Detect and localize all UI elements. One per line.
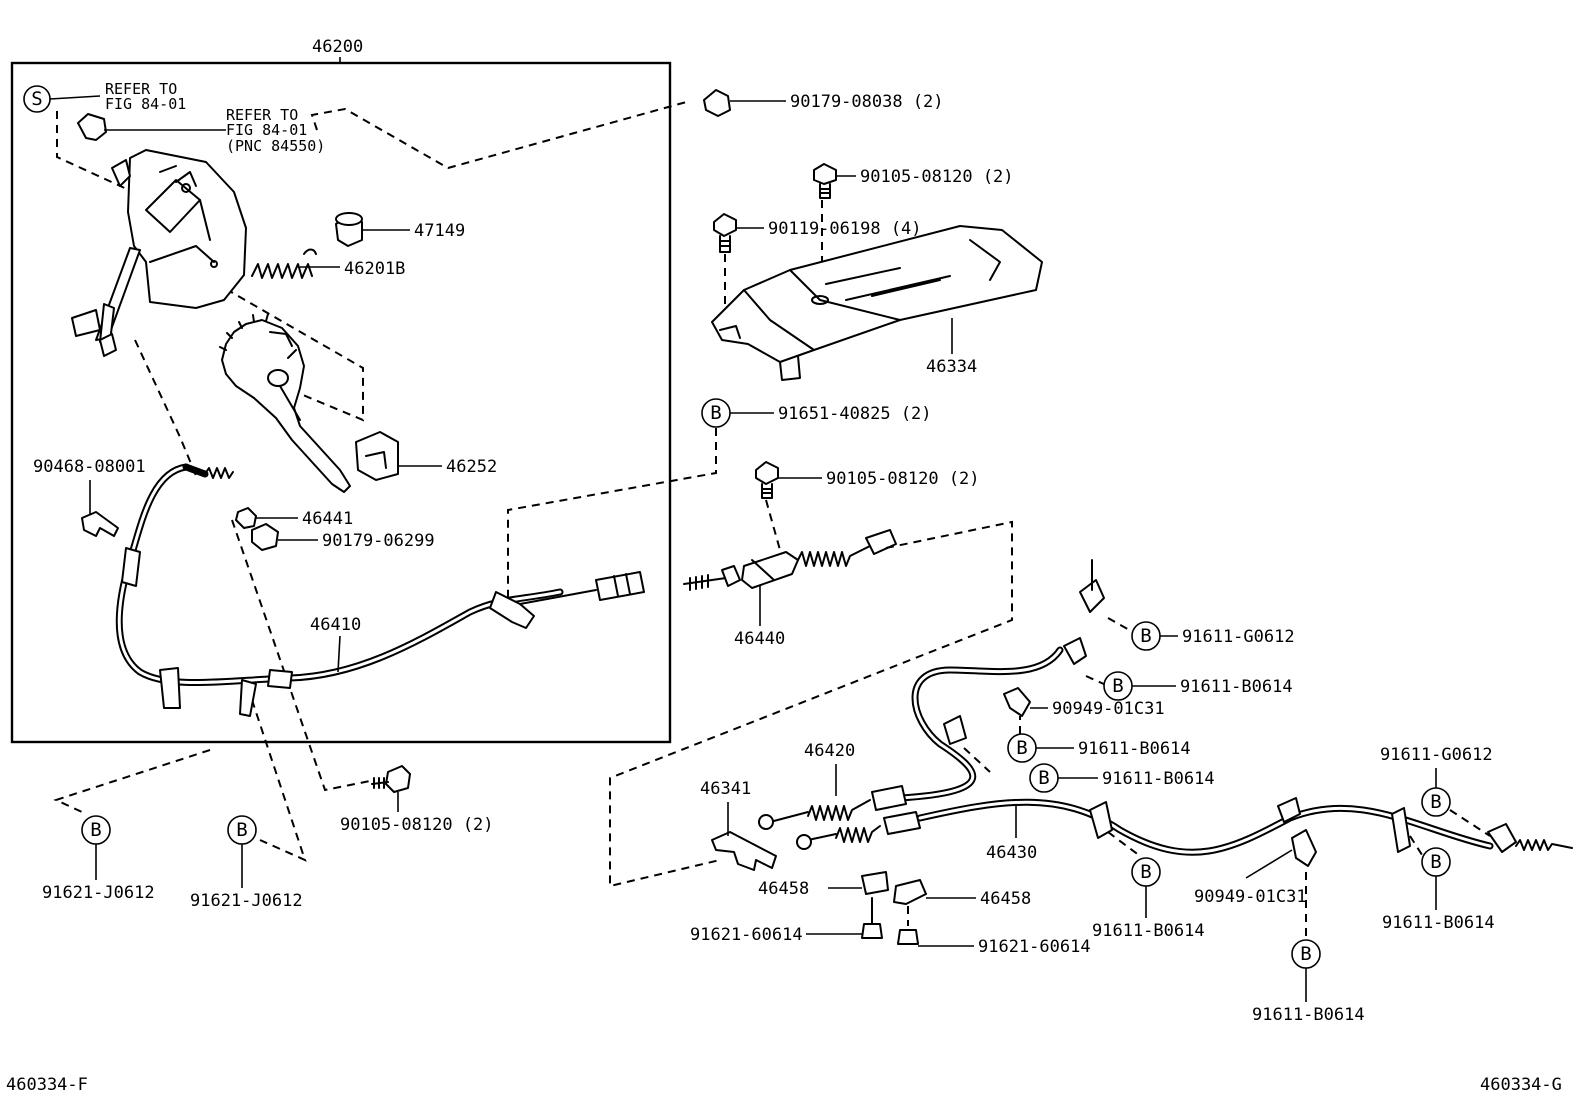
marker-b-91611-b0614-d: B bbox=[1131, 857, 1161, 887]
svg-text:B: B bbox=[1430, 851, 1441, 873]
marker-b-91611-b0614-b: B bbox=[1007, 733, 1037, 763]
marker-b-91611-b0614-a: B bbox=[1103, 671, 1133, 701]
marker-b-91611-b0614-c: B bbox=[1029, 763, 1059, 793]
label-91611-b0614-e: 91611-B0614 bbox=[1252, 1005, 1365, 1025]
switch-icon bbox=[77, 113, 107, 141]
label-46410: 46410 bbox=[310, 615, 361, 635]
label-91611-b0614-c: 91611-B0614 bbox=[1102, 769, 1215, 789]
label-91611-g0612-b: 91611-G0612 bbox=[1380, 745, 1493, 765]
svg-text:B: B bbox=[1140, 861, 1151, 883]
marker-b-91611-b0614-e: B bbox=[1291, 939, 1321, 969]
label-46458-a: 46458 bbox=[758, 879, 809, 899]
label-91611-g0612-a: 91611-G0612 bbox=[1182, 627, 1295, 647]
svg-text:B: B bbox=[1300, 943, 1311, 965]
label-91611-b0614-a: 91611-B0614 bbox=[1180, 677, 1293, 697]
label-46440: 46440 bbox=[734, 629, 785, 649]
label-46441: 46441 bbox=[302, 509, 353, 529]
bolt-lower-icon bbox=[371, 765, 411, 793]
svg-text:B: B bbox=[1038, 767, 1049, 789]
clip-90949-01c31-a-icon bbox=[1003, 687, 1031, 717]
ratchet-plate-icon bbox=[219, 313, 351, 493]
marker-b-91611-g0612-b: B bbox=[1421, 787, 1451, 817]
footer-left-code: 460334-F bbox=[6, 1075, 88, 1095]
clip-46458-a-icon bbox=[861, 871, 889, 895]
svg-text:B: B bbox=[1140, 625, 1151, 647]
svg-text:B: B bbox=[1430, 791, 1441, 813]
bolt-mid-icon bbox=[755, 461, 779, 499]
label-91621-60614-b: 91621-60614 bbox=[978, 937, 1091, 957]
nut-90179-06299-icon bbox=[251, 523, 279, 551]
label-47149: 47149 bbox=[414, 221, 465, 241]
label-46420: 46420 bbox=[804, 741, 855, 761]
clip-90949-01c31-b-icon bbox=[1291, 829, 1317, 867]
marker-b-91611-g0612-a: B bbox=[1131, 621, 1161, 651]
label-90949-01c31-a: 90949-01C31 bbox=[1052, 699, 1165, 719]
label-46200: 46200 bbox=[312, 37, 363, 57]
svg-text:S: S bbox=[31, 88, 42, 110]
marker-b-91621-j0612-a: B bbox=[81, 815, 111, 845]
marker-s: S bbox=[23, 85, 51, 113]
label-90179-06299: 90179-06299 bbox=[322, 531, 435, 551]
svg-text:B: B bbox=[710, 402, 721, 424]
bolt-top-icon bbox=[813, 163, 837, 199]
bolt-91621-60614-a-icon bbox=[861, 897, 883, 939]
label-46430: 46430 bbox=[986, 843, 1037, 863]
label-91621-j0612-b: 91621-J0612 bbox=[190, 891, 303, 911]
console-cover-icon bbox=[711, 225, 1043, 381]
nut-46441-icon bbox=[235, 507, 257, 529]
assembly-frame bbox=[10, 61, 672, 744]
label-91621-60614-a: 91621-60614 bbox=[690, 925, 803, 945]
label-91611-b0614-f: 91611-B0614 bbox=[1382, 913, 1495, 933]
bolt-90119-icon bbox=[713, 213, 737, 253]
bushing-icon bbox=[335, 212, 363, 247]
label-46201b: 46201B bbox=[344, 259, 405, 279]
label-46334: 46334 bbox=[926, 357, 977, 377]
svg-text:B: B bbox=[1016, 737, 1027, 759]
svg-text:B: B bbox=[90, 819, 101, 841]
label-91621-j0612-a: 91621-J0612 bbox=[42, 883, 155, 903]
ref1-line2: FIG 84-01 bbox=[105, 95, 186, 113]
marker-b-91621-j0612-b: B bbox=[227, 815, 257, 845]
label-46458-b: 46458 bbox=[980, 889, 1031, 909]
label-46341: 46341 bbox=[700, 779, 751, 799]
pedal-bracket-icon bbox=[71, 149, 247, 357]
label-90105-08120-mid: 90105-08120 (2) bbox=[826, 469, 980, 489]
label-90949-01c31-b: 90949-01C31 bbox=[1194, 887, 1307, 907]
label-91651-40825: 91651-40825 (2) bbox=[778, 404, 932, 424]
front-cable-46410 bbox=[115, 463, 645, 717]
label-90119-06198: 90119-06198 (4) bbox=[768, 219, 922, 239]
equalizer-46440-icon bbox=[683, 529, 897, 591]
ref1-line1: REFER TO bbox=[105, 80, 177, 98]
footer-right-code: 460334-G bbox=[1480, 1075, 1562, 1095]
svg-text:B: B bbox=[236, 819, 247, 841]
label-90105-08120-top: 90105-08120 (2) bbox=[860, 167, 1014, 187]
label-91611-b0614-d: 91611-B0614 bbox=[1092, 921, 1205, 941]
small-clip-icon bbox=[81, 511, 119, 537]
label-90468-08001: 90468-08001 bbox=[33, 457, 146, 477]
ref2-line2: FIG 84-01 bbox=[226, 121, 307, 139]
clip-46458-b-icon bbox=[893, 879, 927, 905]
label-90179-08038: 90179-08038 (2) bbox=[790, 92, 944, 112]
label-90105-08120-low: 90105-08120 (2) bbox=[340, 815, 494, 835]
nut-90179-08038-icon bbox=[703, 89, 731, 117]
marker-b-91651-40825: B bbox=[701, 398, 731, 428]
bracket-46341-icon bbox=[711, 831, 777, 871]
spring-icon bbox=[251, 248, 317, 279]
ref2-line3: (PNC 84550) bbox=[226, 137, 325, 155]
marker-b-91611-b0614-f: B bbox=[1421, 847, 1451, 877]
rear-cables-icon bbox=[758, 559, 1573, 856]
label-46252: 46252 bbox=[446, 457, 497, 477]
bolt-91621-60614-b-icon bbox=[897, 906, 919, 945]
svg-text:B: B bbox=[1112, 675, 1123, 697]
label-91611-b0614-b: 91611-B0614 bbox=[1078, 739, 1191, 759]
ref2-line1: REFER TO bbox=[226, 106, 298, 124]
clip-icon bbox=[355, 431, 399, 481]
